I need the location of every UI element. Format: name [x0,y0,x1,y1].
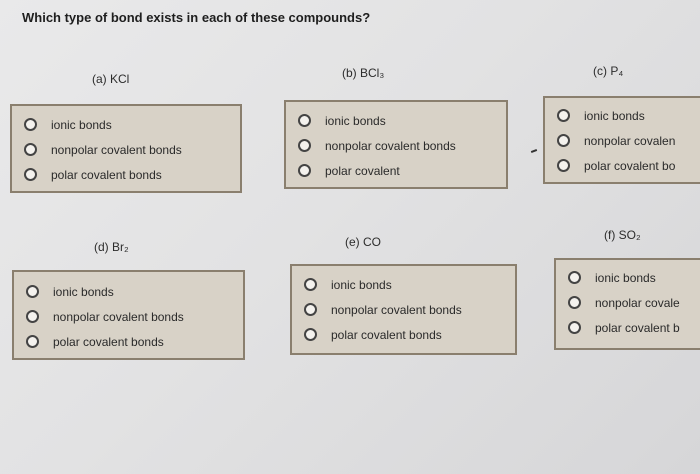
group-p4: ionic bonds nonpolar covalen polar coval… [543,96,700,184]
option-nonpolar-covalent-bonds[interactable]: nonpolar covalen [545,128,700,153]
group-co: ionic bonds nonpolar covalent bonds pola… [290,264,517,355]
label-so2: (f) SO₂ [604,228,641,242]
group-br2: ionic bonds nonpolar covalent bonds pola… [12,270,245,360]
radio-button[interactable] [26,335,39,348]
option-polar-covalent-bonds[interactable]: polar covalent b [556,315,700,340]
radio-button[interactable] [304,278,317,291]
label-br2: (d) Br₂ [94,240,129,254]
option-polar-covalent-bonds[interactable]: polar covalent bonds [14,329,243,354]
question-text: Which type of bond exists in each of the… [22,10,371,25]
option-nonpolar-covalent-bonds[interactable]: nonpolar covale [556,290,700,315]
radio-button[interactable] [298,139,311,152]
option-ionic-bonds[interactable]: ionic bonds [12,112,240,137]
option-ionic-bonds[interactable]: ionic bonds [556,265,700,290]
radio-button[interactable] [557,109,570,122]
radio-button[interactable] [304,303,317,316]
label-co: (e) CO [345,235,381,249]
option-polar-covalent-bonds[interactable]: polar covalent bonds [12,162,240,187]
radio-button[interactable] [304,328,317,341]
option-nonpolar-covalent-bonds[interactable]: nonpolar covalent bonds [12,137,240,162]
option-ionic-bonds[interactable]: ionic bonds [14,279,243,304]
group-bcl3: ionic bonds nonpolar covalent bonds pola… [284,100,508,189]
option-nonpolar-covalent-bonds[interactable]: nonpolar covalent bonds [14,304,243,329]
option-nonpolar-covalent-bonds[interactable]: nonpolar covalent bonds [286,133,506,158]
radio-button[interactable] [26,310,39,323]
radio-button[interactable] [568,321,581,334]
radio-button[interactable] [557,159,570,172]
radio-button[interactable] [557,134,570,147]
radio-button[interactable] [568,271,581,284]
radio-button[interactable] [26,285,39,298]
radio-button[interactable] [568,296,581,309]
radio-button[interactable] [24,143,37,156]
option-polar-covalent-bonds[interactable]: polar covalent bonds [292,322,515,347]
label-p4: (c) P₄ [593,64,624,78]
option-ionic-bonds[interactable]: ionic bonds [286,108,506,133]
group-kcl: ionic bonds nonpolar covalent bonds pola… [10,104,242,193]
option-polar-covalent[interactable]: polar covalent [286,158,506,183]
radio-button[interactable] [298,164,311,177]
radio-button[interactable] [24,168,37,181]
stray-mark [530,149,538,153]
label-bcl3: (b) BCl₃ [342,66,385,80]
radio-button[interactable] [298,114,311,127]
option-ionic-bonds[interactable]: ionic bonds [545,103,700,128]
option-nonpolar-covalent-bonds[interactable]: nonpolar covalent bonds [292,297,515,322]
option-ionic-bonds[interactable]: ionic bonds [292,272,515,297]
radio-button[interactable] [24,118,37,131]
group-so2: ionic bonds nonpolar covale polar covale… [554,258,700,350]
label-kcl: (a) KCl [92,72,130,86]
option-polar-covalent-bonds[interactable]: polar covalent bo [545,153,700,178]
